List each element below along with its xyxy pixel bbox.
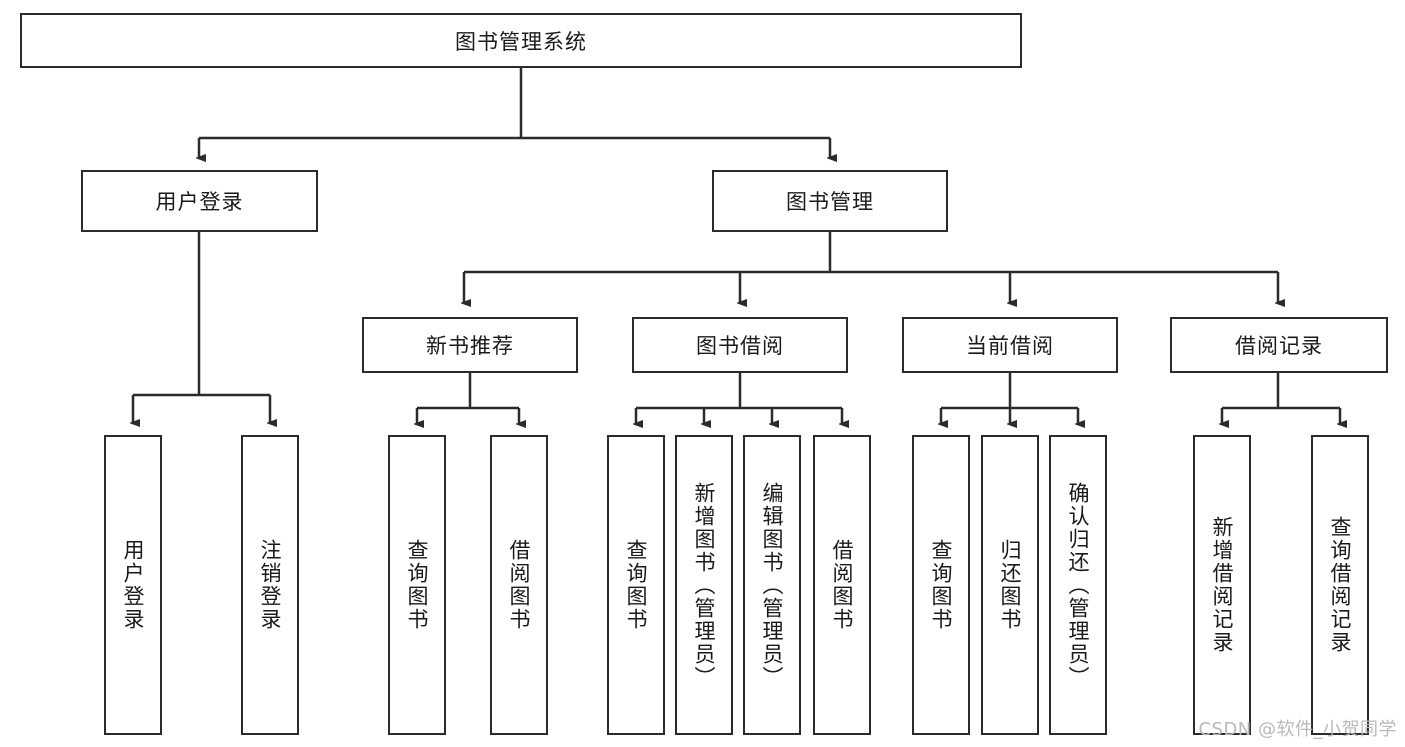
leaf-current-borrow-query-book[interactable]: 查询图书 xyxy=(912,435,970,735)
node-label: 查询图书 xyxy=(929,539,954,631)
watermark: CSDN @软件_小贺同学 xyxy=(1198,719,1397,740)
node-book-management[interactable]: 图书管理 xyxy=(712,170,948,232)
node-label: 归还图书 xyxy=(998,539,1023,631)
node-label: 当前借阅 xyxy=(966,334,1054,358)
node-current-borrow[interactable]: 当前借阅 xyxy=(902,317,1118,373)
leaf-book-borrow-borrow-book[interactable]: 借阅图书 xyxy=(813,435,871,735)
leaf-book-borrow-add-book-admin[interactable]: 新增图书（管理员） xyxy=(675,435,733,735)
leaf-borrow-record-query-record[interactable]: 查询借阅记录 xyxy=(1311,435,1369,735)
node-label: 注销登录 xyxy=(258,539,283,631)
node-label: 借阅图书 xyxy=(830,539,855,631)
node-label: 新增图书（管理员） xyxy=(692,481,717,689)
leaf-current-borrow-return-book[interactable]: 归还图书 xyxy=(981,435,1039,735)
node-label: 新书推荐 xyxy=(426,334,514,358)
node-label: 查询图书 xyxy=(624,539,649,631)
node-label: 新增借阅记录 xyxy=(1210,516,1235,654)
node-label: 查询图书 xyxy=(405,539,430,631)
node-label: 查询借阅记录 xyxy=(1328,516,1353,654)
leaf-user-login-login[interactable]: 用户登录 xyxy=(104,435,162,735)
node-label: 编辑图书（管理员） xyxy=(760,481,785,689)
leaf-new-book-borrow-book[interactable]: 借阅图书 xyxy=(490,435,548,735)
node-user-login[interactable]: 用户登录 xyxy=(81,170,318,232)
node-label: 图书借阅 xyxy=(696,334,784,358)
leaf-user-login-logout[interactable]: 注销登录 xyxy=(241,435,299,735)
node-new-book-recommend[interactable]: 新书推荐 xyxy=(362,317,578,373)
node-borrow-record[interactable]: 借阅记录 xyxy=(1170,317,1388,373)
node-root-book-management-system[interactable]: 图书管理系统 xyxy=(20,13,1022,68)
leaf-book-borrow-edit-book-admin[interactable]: 编辑图书（管理员） xyxy=(743,435,801,735)
node-label: 图书管理 xyxy=(786,190,874,214)
node-label: 图书管理系统 xyxy=(455,29,587,54)
node-label: 用户登录 xyxy=(155,190,244,214)
node-label: 用户登录 xyxy=(121,539,146,631)
node-label: 借阅图书 xyxy=(507,539,532,631)
leaf-borrow-record-add-record[interactable]: 新增借阅记录 xyxy=(1193,435,1251,735)
leaf-current-borrow-confirm-return-admin[interactable]: 确认归还（管理员） xyxy=(1049,435,1107,735)
node-book-borrow[interactable]: 图书借阅 xyxy=(632,317,848,373)
node-label: 借阅记录 xyxy=(1235,334,1323,358)
leaf-new-book-query-book[interactable]: 查询图书 xyxy=(388,435,446,735)
leaf-book-borrow-query-book[interactable]: 查询图书 xyxy=(607,435,665,735)
node-label: 确认归还（管理员） xyxy=(1066,481,1091,689)
